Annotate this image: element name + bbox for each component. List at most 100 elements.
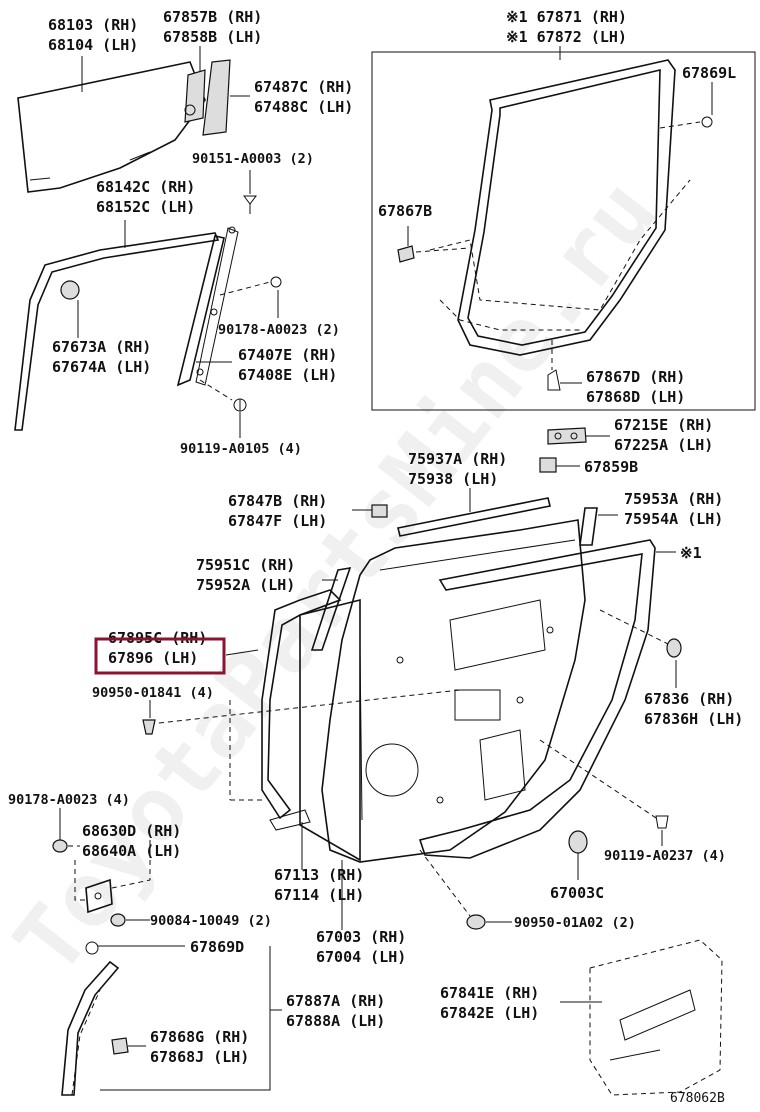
weatherstrip-detail-box xyxy=(371,51,756,411)
door-outer-seal[interactable] xyxy=(261,589,342,820)
label-67003: 67003 (RH) xyxy=(316,928,406,946)
glass-run-channel[interactable] xyxy=(14,232,220,431)
label-75953a: 75953A (RH) xyxy=(624,490,723,508)
cushion-67859b[interactable] xyxy=(539,457,557,473)
label-67215e: 67215E (RH) xyxy=(614,416,713,434)
dash-67836 xyxy=(599,609,669,645)
door-weatherstrip[interactable] xyxy=(429,59,691,356)
label-67004: 67004 (LH) xyxy=(316,948,406,966)
label-67867d: 67867D (RH) xyxy=(586,368,685,386)
pad-67847b[interactable] xyxy=(371,504,388,518)
label-90178b: 90178-A0023 (4) xyxy=(8,792,130,808)
clip-90950-b[interactable] xyxy=(466,914,486,930)
label-67841e: 67841E (RH) xyxy=(440,984,539,1002)
label-68103: 68103 (RH) xyxy=(48,16,138,34)
label-67407e: 67407E (RH) xyxy=(238,346,337,364)
catalog-code: 678062B xyxy=(670,1091,725,1106)
label-67847b: 67847B (RH) xyxy=(228,492,327,510)
clip-67867b[interactable] xyxy=(397,245,415,263)
door-moulding-67887a[interactable] xyxy=(61,960,120,1096)
label-75951c: 75951C (RH) xyxy=(196,556,295,574)
label-90151: 90151-A0003 (2) xyxy=(192,151,314,167)
rear-division-bar[interactable] xyxy=(176,226,239,387)
label-67488c: 67488C (LH) xyxy=(254,98,353,116)
speaker-hole xyxy=(365,743,419,797)
label-67857b: 67857B (RH) xyxy=(163,8,262,26)
label-67868g: 67868G (RH) xyxy=(150,1028,249,1046)
door-glass[interactable] xyxy=(17,61,206,193)
label-68640a: 68640A (LH) xyxy=(82,842,181,860)
cushion-67836[interactable] xyxy=(666,638,682,658)
label-67868j: 67868J (LH) xyxy=(150,1048,249,1066)
label-67887a: 67887A (RH) xyxy=(286,992,385,1010)
label-90119b: 90119-A0237 (4) xyxy=(604,848,726,864)
highlight-box xyxy=(94,637,226,675)
clip-67868g[interactable] xyxy=(111,1037,129,1055)
dash-90119b xyxy=(539,739,657,819)
label-75952a: 75952A (LH) xyxy=(196,576,295,594)
label-67003c: 67003C xyxy=(550,884,604,902)
label-68142c: 68142C (RH) xyxy=(96,178,195,196)
door-opening-weatherstrip[interactable] xyxy=(418,539,656,859)
label-68104: 68104 (LH) xyxy=(48,36,138,54)
dash-hinge-r xyxy=(111,860,151,889)
garnish-75953a[interactable] xyxy=(579,507,598,546)
clip-67867d[interactable] xyxy=(547,369,561,391)
dash-90119a xyxy=(199,379,233,401)
label-67225a: 67225A (LH) xyxy=(614,436,713,454)
label-67836rh: 67836 (RH) xyxy=(644,690,734,708)
hinge-68630d[interactable] xyxy=(85,878,113,914)
label-67408e: 67408E (LH) xyxy=(238,366,337,384)
label-67674a: 67674A (LH) xyxy=(52,358,151,376)
door-panel-assembly[interactable] xyxy=(321,519,586,863)
clip-67869d[interactable] xyxy=(85,941,99,955)
channel-clip-67673a xyxy=(60,280,80,300)
label-67858b: 67858B (LH) xyxy=(163,28,262,46)
dash-67869l xyxy=(659,121,701,129)
label-67859b: 67859B xyxy=(584,458,638,476)
label-67114: 67114 (LH) xyxy=(274,886,364,904)
corner-glass-pad[interactable] xyxy=(184,69,206,123)
dash-67867b xyxy=(415,247,471,253)
label-90084: 90084-10049 (2) xyxy=(150,913,272,929)
rear-door-frame[interactable] xyxy=(269,598,361,862)
label-67869d: 67869D xyxy=(190,938,244,956)
belt-moulding-75937a[interactable] xyxy=(397,497,551,537)
label-67673a: 67673A (RH) xyxy=(52,338,151,356)
label-68630d: 68630D (RH) xyxy=(82,822,181,840)
leader-67896 xyxy=(225,649,259,656)
label-67113: 67113 (RH) xyxy=(274,866,364,884)
dash-90950a xyxy=(149,689,461,725)
label-67868d: 67868D (LH) xyxy=(586,388,685,406)
bolt-90119-b[interactable] xyxy=(655,815,669,829)
inside-handle-opening xyxy=(454,689,501,721)
screw-90151[interactable] xyxy=(243,195,257,214)
stopper-67003c[interactable] xyxy=(568,830,588,854)
clip-67869l[interactable] xyxy=(701,116,713,128)
label-67869l: 67869L xyxy=(682,64,736,82)
door-check-67215e[interactable] xyxy=(547,427,587,445)
label-90950a: 90950-01841 (4) xyxy=(92,685,214,701)
bolt-90119-a[interactable] xyxy=(233,398,247,412)
label-67872: ※1 67872 (LH) xyxy=(506,28,627,46)
label-90119a: 90119-A0105 (4) xyxy=(180,441,302,457)
nut-90178-b[interactable] xyxy=(52,839,68,853)
label-75938: 75938 (LH) xyxy=(408,470,498,488)
dash-hinge xyxy=(74,860,88,901)
label-90950b: 90950-01A02 (2) xyxy=(514,915,636,931)
door-frame-garnish[interactable] xyxy=(202,59,231,136)
label-67888a: 67888A (LH) xyxy=(286,1012,385,1030)
label-67487c: 67487C (RH) xyxy=(254,78,353,96)
label-67867b: 67867B xyxy=(378,202,432,220)
dash-90178a xyxy=(219,281,271,296)
bolt-90084[interactable] xyxy=(110,913,126,927)
label-68152c: 68152C (LH) xyxy=(96,198,195,216)
nut-90178-a[interactable] xyxy=(270,276,282,288)
label-90178a: 90178-A0023 (2) xyxy=(218,322,340,338)
clip-90950-a[interactable] xyxy=(142,719,156,735)
service-hole-cover[interactable] xyxy=(589,939,723,1096)
dash-90950b xyxy=(419,849,471,917)
garnish-75951c[interactable] xyxy=(310,566,352,651)
label-67896[interactable]: 67896 (LH) xyxy=(108,649,198,667)
